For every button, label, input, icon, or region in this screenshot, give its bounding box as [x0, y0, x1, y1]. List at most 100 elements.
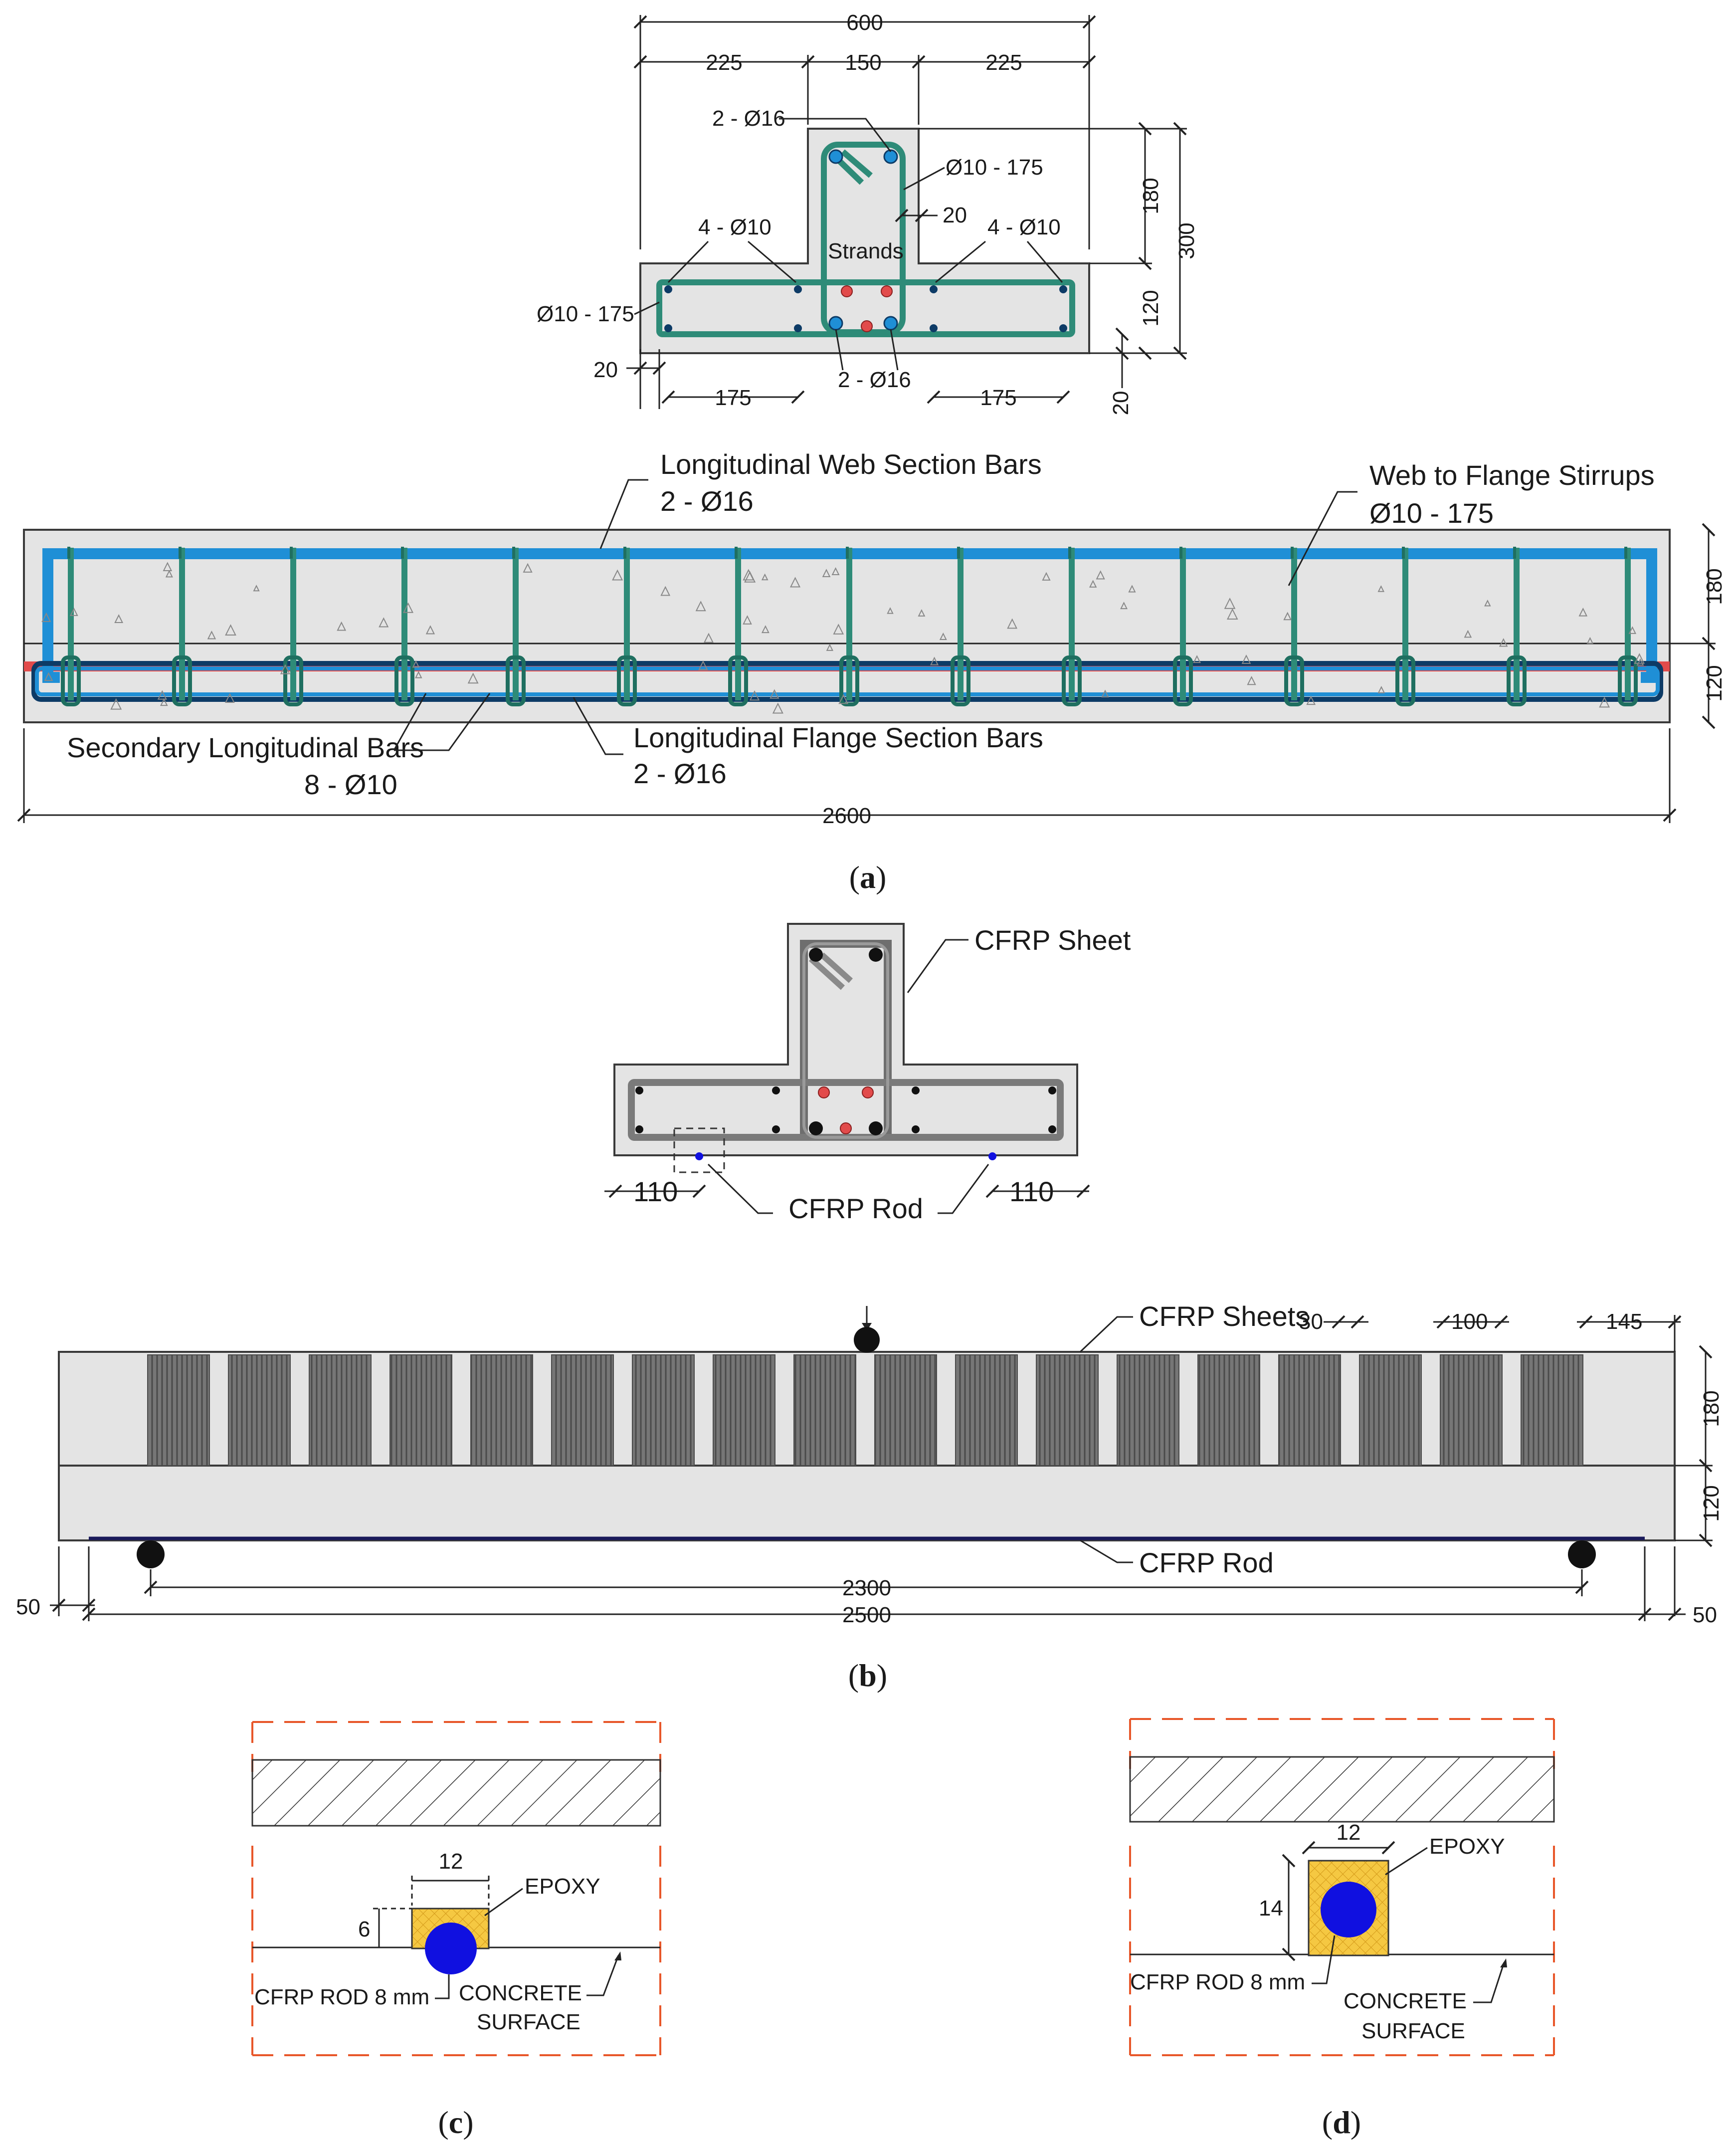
- stirrup-foot: [839, 655, 859, 706]
- cfrp-sheet-strip: [1440, 1354, 1503, 1466]
- label-flange-bars-title: Longitudinal Flange Section Bars: [633, 722, 1043, 753]
- aggregate-mark: [1499, 638, 1508, 647]
- dim-web-width: 150: [845, 50, 881, 75]
- aggregate-mark: [887, 607, 894, 614]
- panel-d-detail: 12 14 EPOXY CFRP ROD 8 mm CONCRETE SURFA…: [1129, 1718, 1555, 2056]
- aggregate-mark: [165, 570, 173, 578]
- label-web-bars-value: 2 - Ø16: [660, 485, 754, 517]
- cfrp-rod-circle: [425, 1923, 477, 1974]
- web-stirrup: [821, 142, 906, 335]
- flange-bottom-bar: [883, 316, 898, 331]
- secondary-bar: [664, 324, 672, 332]
- aggregate-mark: [280, 664, 291, 674]
- dim-left-flange: 225: [706, 50, 742, 75]
- dim-right-flange: 225: [985, 50, 1022, 75]
- dim-elev-flange-height: 120: [1702, 665, 1727, 701]
- beam-lower-concrete: [58, 1465, 1676, 1541]
- aggregate-mark: [612, 569, 623, 581]
- aggregate-mark: [523, 563, 533, 573]
- secondary-bar: [635, 1086, 643, 1094]
- aggregate-mark: [1227, 608, 1238, 620]
- label-secondary-title: Secondary Longitudinal Bars: [67, 732, 424, 763]
- cfrp-sheet-strip: [793, 1354, 856, 1466]
- dim-rod-right: 110: [1009, 1176, 1054, 1207]
- secondary-bar: [772, 1086, 780, 1094]
- aggregate-mark: [1628, 626, 1637, 634]
- aggregate-mark: [157, 690, 167, 700]
- aggregate-mark: [1241, 654, 1251, 664]
- dim-d-depth: 14: [1259, 1896, 1283, 1921]
- dim-rod-left: 110: [633, 1176, 678, 1207]
- secondary-bar: [772, 1125, 780, 1133]
- label-stirrups-title: Web to Flange Stirrups: [1369, 459, 1655, 491]
- aggregate-mark: [1306, 695, 1316, 705]
- dim-sheet-gap: 30: [1299, 1309, 1323, 1334]
- label-left-flange-bars: 4 - Ø10: [698, 215, 772, 239]
- stirrup-foot: [1284, 655, 1304, 706]
- aggregate-mark: [749, 690, 760, 701]
- label-c-epoxy: EPOXY: [525, 1874, 600, 1899]
- label-web-bars-title: Longitudinal Web Section Bars: [660, 448, 1042, 480]
- cfrp-sheets-group: [147, 1354, 1583, 1466]
- stirrup-foot: [1395, 655, 1415, 706]
- aggregate-mark: [41, 612, 51, 622]
- secondary-bar: [1059, 324, 1067, 332]
- secondary-bar: [912, 1086, 920, 1094]
- web-top-bar: [869, 948, 883, 962]
- aggregate-mark: [207, 631, 216, 640]
- cfrp-sheet-strip: [389, 1354, 452, 1466]
- load-point: [854, 1327, 880, 1353]
- secondary-bar: [664, 285, 672, 293]
- caption-c: (c): [438, 2105, 473, 2140]
- dim-overhang-right: 50: [1693, 1603, 1717, 1627]
- label-flange-bars-value: 2 - Ø16: [633, 758, 727, 789]
- aggregate-mark: [114, 614, 124, 624]
- dim-flange-height: 120: [1139, 290, 1163, 326]
- aggregate-mark: [743, 615, 752, 625]
- stirrup-foot: [1618, 655, 1638, 706]
- aggregate-mark: [110, 698, 122, 710]
- label-cover-web: 20: [943, 203, 967, 227]
- label-c-surface-1: CONCRETE: [459, 1981, 582, 2005]
- cfrp-sheet-strip: [551, 1354, 614, 1466]
- aggregate-mark: [224, 693, 235, 703]
- aggregate-mark: [918, 609, 926, 617]
- cfrp-sheet-strip: [632, 1354, 695, 1466]
- concrete-aggregate: [41, 562, 1645, 714]
- aggregate-mark: [1634, 653, 1645, 664]
- cfrp-rod: [695, 1152, 703, 1160]
- strand: [862, 1086, 874, 1098]
- aggregate-mark: [703, 633, 714, 643]
- aggregate-mark: [337, 621, 347, 631]
- stirrup-foot: [617, 655, 637, 706]
- cfrp-sheet-strip: [1359, 1354, 1422, 1466]
- dim-b-web-height: 180: [1699, 1390, 1724, 1427]
- label-strands: Strands: [828, 239, 904, 263]
- dim-beam-length: 2600: [822, 804, 871, 828]
- aggregate-mark: [1599, 696, 1610, 708]
- stirrup-foot: [506, 655, 526, 706]
- aggregate-mark: [379, 617, 389, 628]
- panel-a-section: 600 225 150 225 180 120 300 20 2 - Ø16 Ø…: [537, 10, 1199, 415]
- aggregate-mark: [838, 694, 849, 704]
- aggregate-mark: [1128, 585, 1136, 593]
- stirrup-foot: [1507, 655, 1527, 706]
- aggregate-mark: [225, 624, 236, 636]
- label-flange-stirrups: Ø10 - 175: [537, 302, 634, 326]
- aggregate-mark: [695, 601, 706, 612]
- cfrp-sheet-strip: [1197, 1354, 1260, 1466]
- dim-elev-web-height: 180: [1702, 568, 1727, 605]
- secondary-bar: [912, 1125, 920, 1133]
- stirrup-foot: [1173, 655, 1193, 706]
- left-support: [137, 1540, 165, 1568]
- aggregate-mark: [1120, 602, 1128, 610]
- cfrp-sheet-strip: [228, 1354, 291, 1466]
- strand: [861, 320, 873, 332]
- label-secondary-value: 8 - Ø10: [304, 769, 397, 800]
- web-top-bar: [883, 149, 898, 164]
- aggregate-mark: [1224, 597, 1236, 609]
- aggregate-mark: [761, 573, 769, 581]
- secondary-bar: [635, 1125, 643, 1133]
- aggregate-mark: [1042, 572, 1051, 581]
- strand: [840, 1122, 852, 1134]
